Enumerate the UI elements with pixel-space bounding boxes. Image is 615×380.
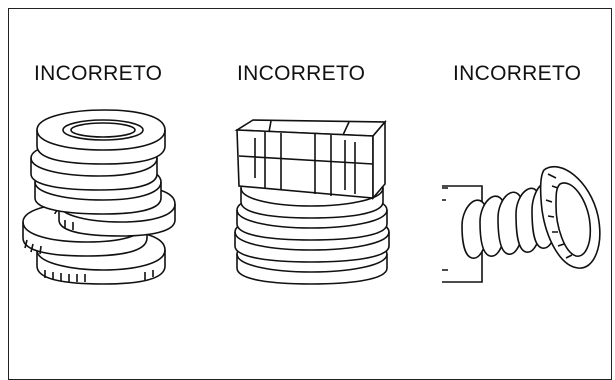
panel-1-label: INCORRETO	[34, 62, 163, 85]
misaligned-tire-stack-illustration	[15, 108, 185, 288]
tires-leaning-wall-illustration	[440, 160, 610, 290]
box-on-tires-illustration	[225, 118, 400, 288]
panel-3-label: INCORRETO	[453, 62, 582, 85]
panel-2-label: INCORRETO	[237, 62, 366, 85]
